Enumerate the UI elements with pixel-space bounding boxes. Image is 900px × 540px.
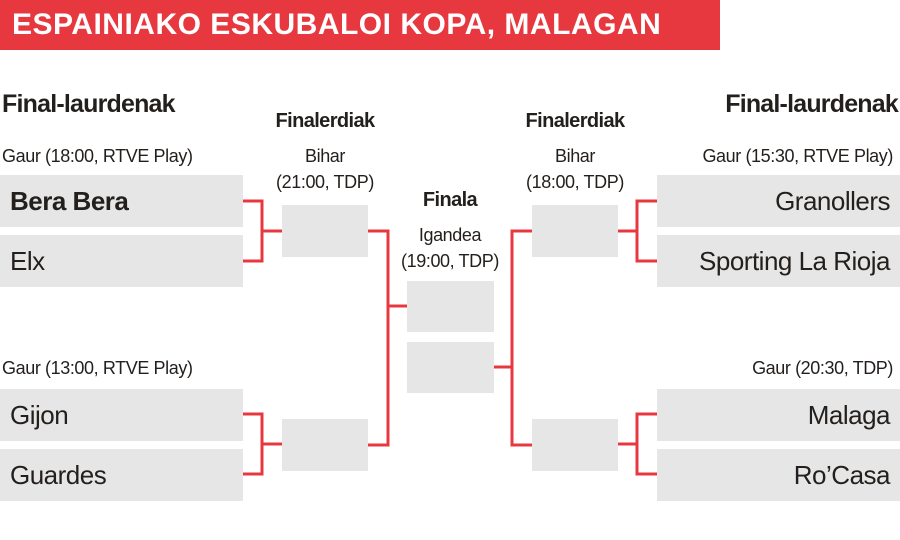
team-elx: Elx [0, 235, 243, 287]
team-granollers: Granollers [657, 175, 900, 227]
left-match2-time: Gaur (13:00, RTVE Play) [2, 358, 193, 378]
right-semifinal2-slot [532, 419, 618, 471]
right-quarterfinals-heading: Final-laurdenak [725, 90, 899, 118]
connector-right-qf1 [618, 199, 657, 263]
page-title: ESPAINIAKO ESKUBALOI KOPA, MALAGAN [0, 0, 720, 50]
team-sporting-la-rioja: Sporting La Rioja [657, 235, 900, 287]
team-rocasa: Ro’Casa [657, 449, 900, 501]
team-guardes: Guardes [0, 449, 243, 501]
final-slot-2 [407, 342, 494, 393]
left-quarterfinals-heading: Final-laurdenak [2, 90, 176, 118]
right-semifinal-time: (18:00, TDP) [526, 172, 624, 192]
final-heading: Finala [422, 189, 478, 211]
connector-left-qf2 [243, 412, 282, 476]
final-day: Igandea [418, 225, 482, 245]
right-semifinal-day: Bihar [554, 146, 596, 166]
right-semifinal1-slot [532, 205, 618, 257]
connector-left-sf [368, 229, 407, 447]
team-gijon: Gijon [0, 389, 243, 441]
final-slot-1 [407, 281, 494, 332]
team-bera-bera: Bera Bera [0, 175, 243, 227]
connector-left-qf1 [243, 199, 282, 263]
connector-right-qf2 [618, 412, 657, 476]
left-semifinals-heading: Finalerdiak [275, 110, 376, 132]
connector-right-sf [494, 229, 532, 447]
right-semifinals-heading: Finalerdiak [525, 110, 626, 132]
right-match2-time: Gaur (20:30, TDP) [752, 358, 893, 378]
team-malaga: Malaga [657, 389, 900, 441]
left-semifinal1-slot [282, 205, 368, 257]
left-semifinal-time: (21:00, TDP) [276, 172, 374, 192]
left-semifinal2-slot [282, 419, 368, 471]
left-match1-time: Gaur (18:00, RTVE Play) [2, 146, 193, 166]
final-time: (19:00, TDP) [401, 251, 499, 271]
right-match1-time: Gaur (15:30, RTVE Play) [702, 146, 893, 166]
left-semifinal-day: Bihar [304, 146, 346, 166]
